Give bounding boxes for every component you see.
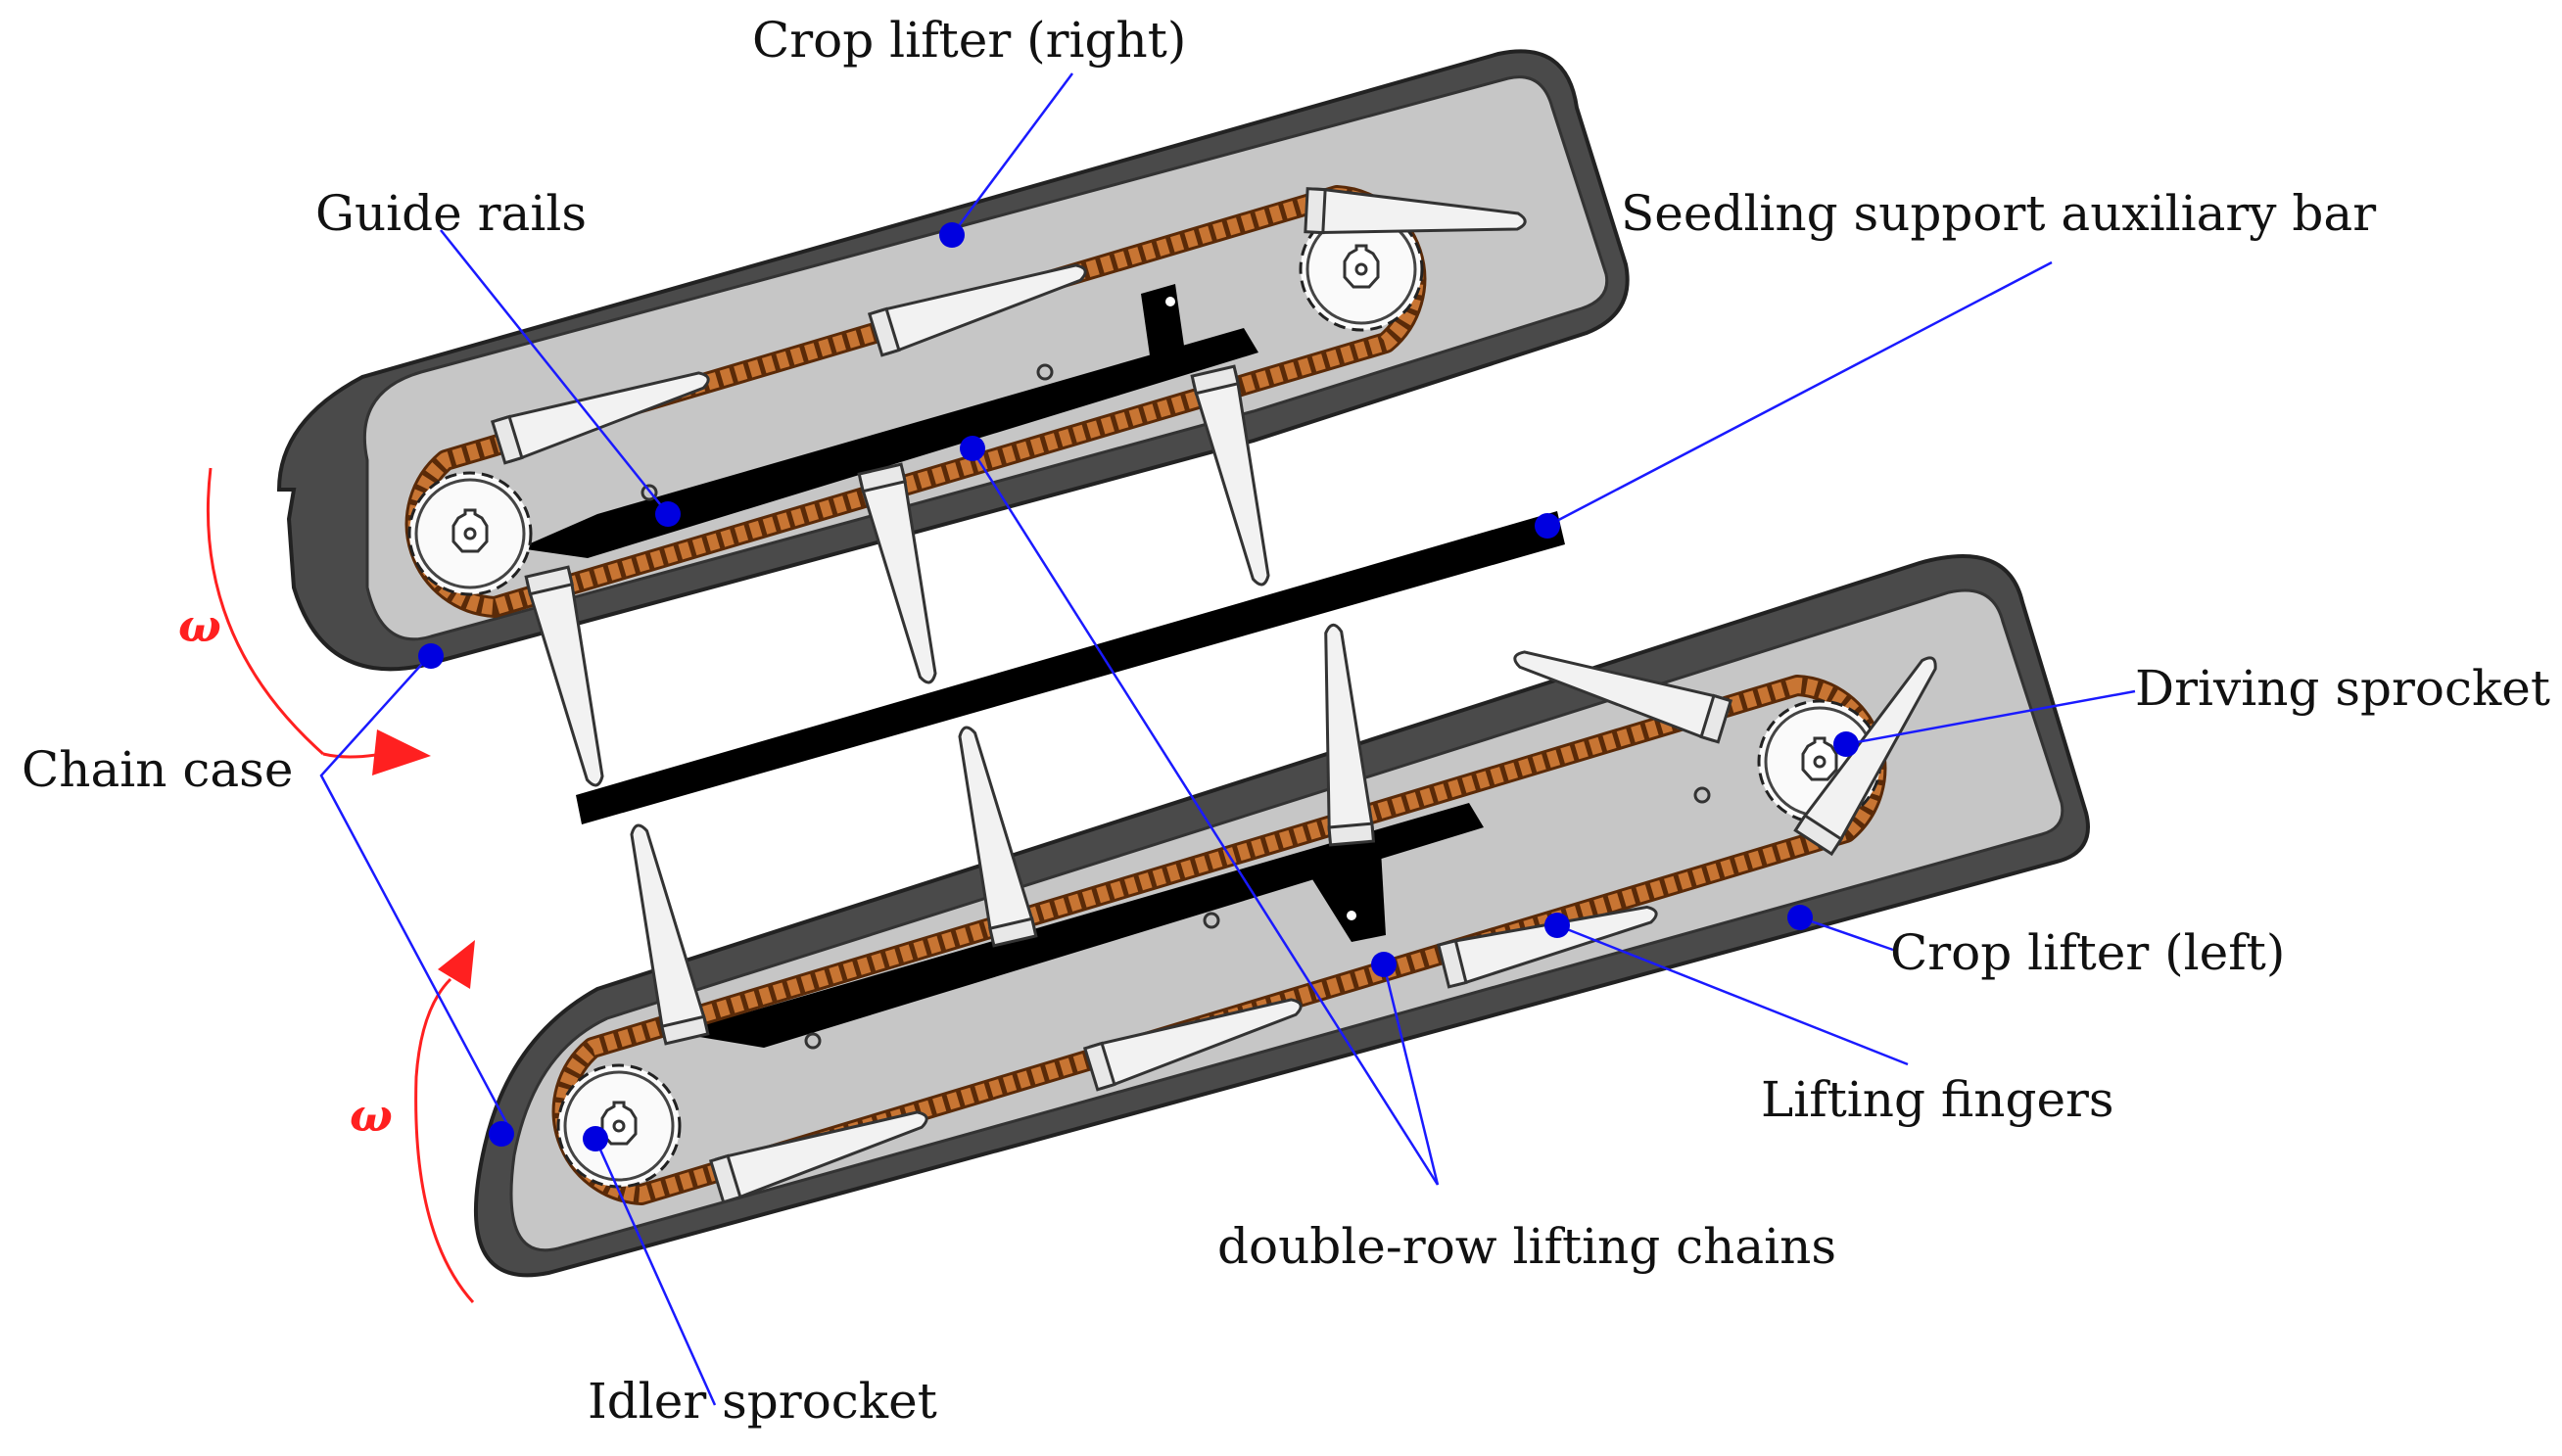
idler-sprocket-right [407,471,533,596]
rotation-arrow-lower [414,940,475,1304]
curved-arrow-icon [438,940,475,989]
bracket-hole-right [1165,297,1175,306]
leader-lines [319,72,2136,1406]
bolt-left-1 [804,1032,822,1050]
label-omega-upper: ω [178,599,221,652]
label-chain-case: Chain case [22,741,293,798]
crop-lifter-right [276,49,1630,792]
crop-lifter-left [473,554,2090,1278]
rotation-arrow-upper [207,467,431,775]
guide-rail-right [519,328,1258,558]
bolt-right-2 [1036,363,1054,381]
idler-sprocket-left [556,1063,682,1189]
guide-rail-left [676,803,1484,1048]
label-driving-sprocket: Driving sprocket [2135,660,2550,717]
label-guide-rails: Guide rails [315,185,587,242]
label-lifting-fingers: Lifting fingers [1761,1071,2114,1128]
bracket-hole-left [1347,911,1356,920]
rail-bracket-left [1307,850,1386,942]
label-omega-lower: ω [350,1089,393,1142]
label-idler-sprocket: Idler sprocket [588,1373,937,1430]
bolt-right-1 [640,484,658,501]
seedling-support-bar [576,511,1565,824]
chain-case-left-inner [509,588,2064,1252]
label-crop-lifter-left: Crop lifter (left) [1890,924,2285,981]
bolt-left-2 [1203,912,1220,929]
curved-arrow-icon [372,729,431,775]
label-double-row-lifting-chains: double-row lifting chains [1217,1218,1836,1275]
label-crop-lifter-right: Crop lifter (right) [752,12,1186,69]
label-seedling-support-bar: Seedling support auxiliary bar [1621,185,2376,242]
markers [418,222,1859,1151]
bolt-left-3 [1693,786,1711,804]
